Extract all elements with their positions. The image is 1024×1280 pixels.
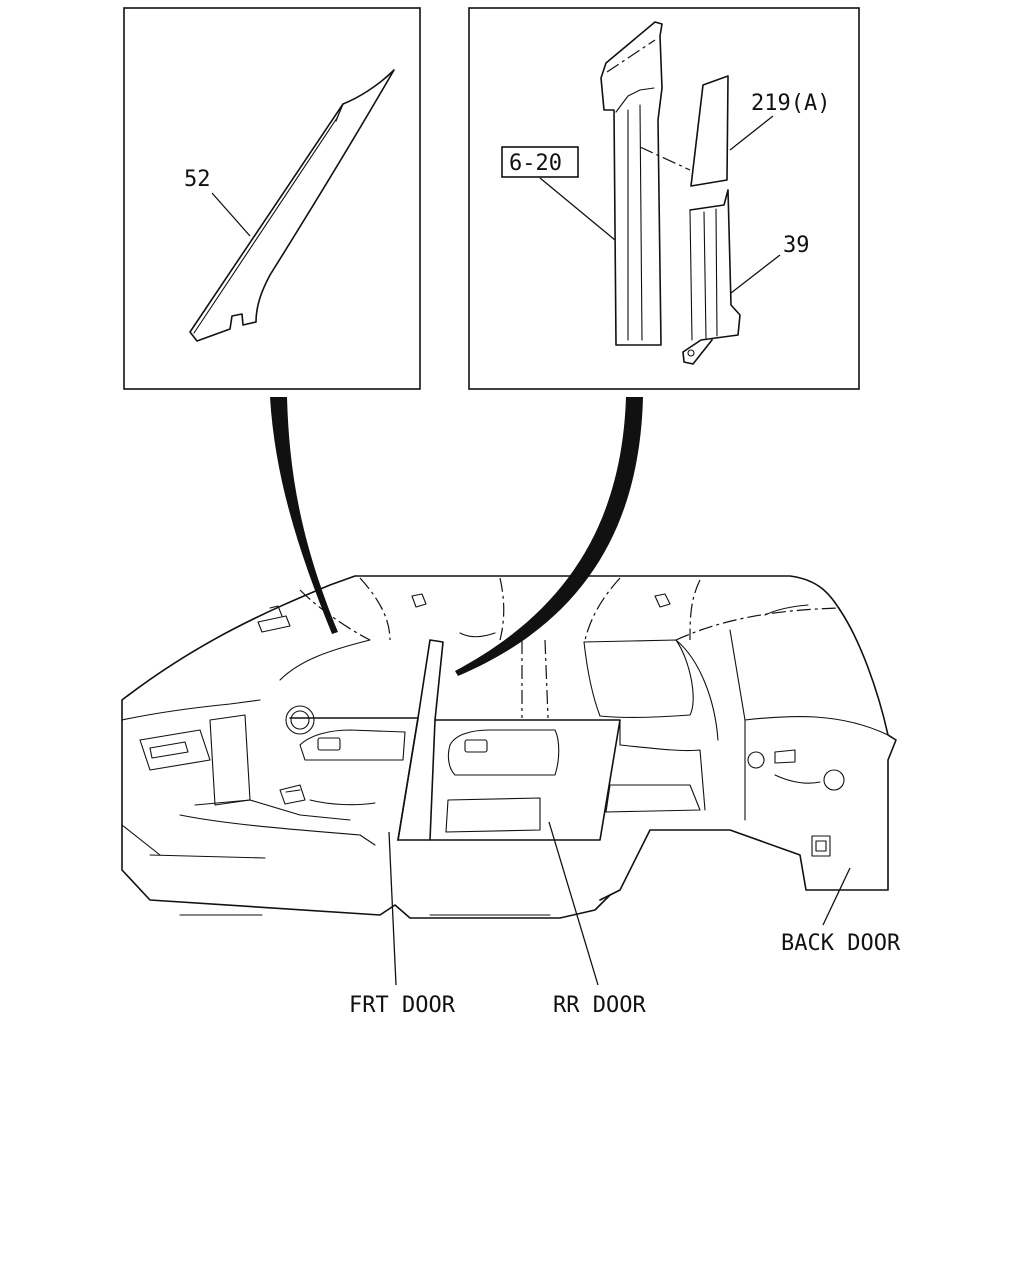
left-connector [270, 397, 338, 634]
back-door-leader [822, 867, 851, 926]
callout-6-20-box [501, 146, 579, 178]
callout-6-20[interactable]: 6-20 [509, 151, 562, 176]
detail-panel-right: 6-20 219(A) 39 [468, 7, 860, 390]
center-pillar-upper-trim[interactable] [600, 21, 663, 346]
center-pillar-pad[interactable] [690, 75, 729, 187]
callout-39[interactable]: 39 [783, 233, 810, 258]
back-door-label[interactable]: BACK DOOR [781, 931, 901, 956]
front-pillar-trim[interactable] [189, 69, 395, 342]
center-pillar-lower-trim[interactable] [682, 189, 741, 365]
callout-52[interactable]: 52 [184, 167, 211, 192]
rr-door-label[interactable]: RR DOOR [553, 993, 646, 1018]
frt-door-label[interactable]: FRT DOOR [349, 993, 456, 1018]
callout-52-leader [211, 192, 251, 237]
callout-39-leader [730, 254, 781, 294]
detail-panel-left: 52 [123, 7, 421, 390]
vehicle-interior [121, 575, 897, 919]
frt-door-leader [388, 831, 397, 986]
callout-6-20-leader [539, 177, 616, 241]
right-connector [455, 397, 643, 676]
callout-219a[interactable]: 219(A) [751, 91, 830, 116]
callout-219a-leader [729, 115, 774, 151]
rr-door-leader [548, 821, 599, 986]
